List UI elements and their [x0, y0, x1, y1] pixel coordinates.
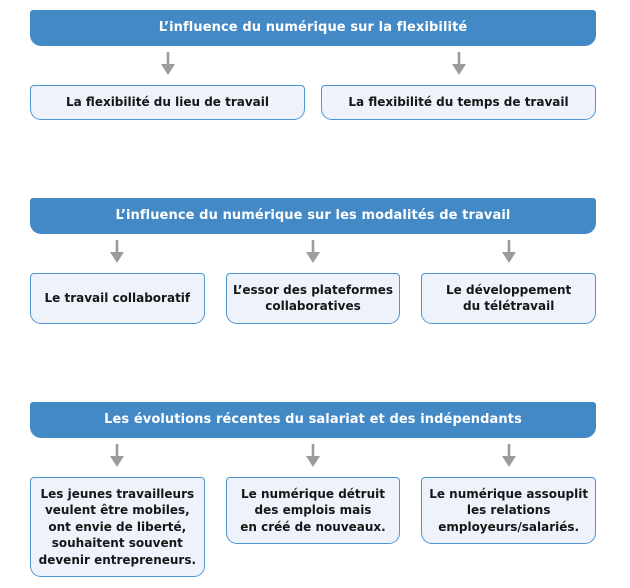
down-arrow-icon: [501, 239, 516, 263]
section-flexibilite: L’influence du numérique sur la flexibil…: [30, 10, 596, 120]
child-box-travail-collaboratif: Le travail collaboratif: [30, 272, 205, 324]
child-box-plateformes-collaboratives: L’essor des plateformes collaboratives: [225, 272, 401, 324]
arrow-row: [30, 52, 596, 76]
arrow-cell: [30, 443, 205, 468]
child-box-relations-assouplies: Le numérique assouplit les relations emp…: [421, 476, 596, 545]
arrow-row: [30, 239, 596, 264]
section-modalites-travail: L’influence du numérique sur les modalit…: [30, 197, 596, 324]
down-arrow-icon: [451, 52, 466, 75]
arrow-cell: [226, 239, 401, 264]
section-header: L’influence du numérique sur la flexibil…: [30, 10, 596, 46]
arrow-cell: [30, 239, 205, 264]
arrow-cell: [321, 52, 596, 76]
down-arrow-icon: [501, 443, 516, 467]
down-arrow-icon: [110, 239, 125, 263]
arrow-cell: [226, 443, 401, 468]
section-header: L’influence du numérique sur les modalit…: [30, 197, 596, 234]
down-arrow-icon: [160, 52, 175, 75]
down-arrow-icon: [305, 239, 320, 263]
box-row: Le travail collaboratif L’essor des plat…: [30, 272, 596, 324]
arrow-row: [30, 443, 596, 468]
box-row: Les jeunes travailleurs veulent être mob…: [30, 476, 596, 578]
arrow-cell: [30, 52, 305, 76]
section-header: Les évolutions récentes du salariat et d…: [30, 401, 596, 438]
box-row: La flexibilité du lieu de travail La fle…: [30, 85, 596, 120]
child-box-emplois-detruits-crees: Le numérique détruit des emplois mais en…: [225, 476, 401, 545]
arrow-cell: [421, 443, 596, 468]
child-box-jeunes-travailleurs: Les jeunes travailleurs veulent être mob…: [30, 476, 205, 578]
down-arrow-icon: [305, 443, 320, 467]
child-box-lieu-de-travail: La flexibilité du lieu de travail: [30, 85, 305, 120]
section-evolutions-salariat: Les évolutions récentes du salariat et d…: [30, 401, 596, 578]
child-box-teletravail: Le développement du télétravail: [421, 272, 596, 324]
arrow-cell: [421, 239, 596, 264]
child-box-temps-de-travail: La flexibilité du temps de travail: [321, 85, 596, 120]
down-arrow-icon: [110, 443, 125, 467]
